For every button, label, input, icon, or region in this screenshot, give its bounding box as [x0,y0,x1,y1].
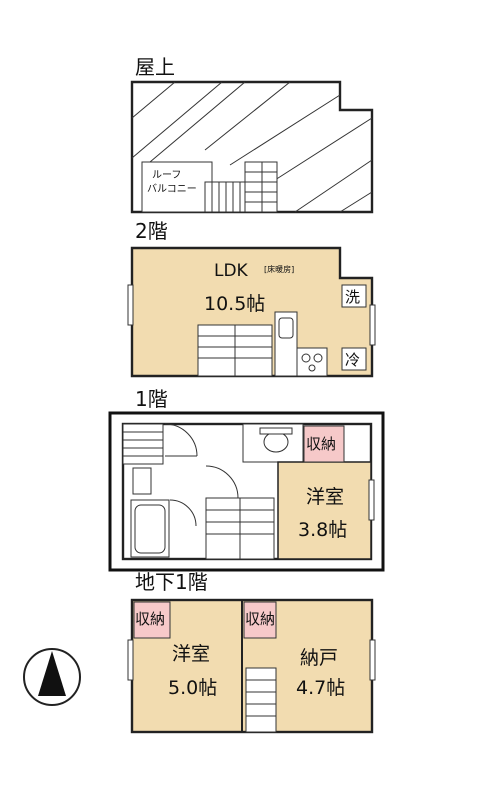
second-floor: 2階 LDK [床暖房] 10.5帖 洗 冷 [127,219,376,378]
bathtub-icon [130,499,170,558]
first-room-label: 洋室 [306,486,344,508]
room-a-label: 洋室 [172,643,210,665]
stove-burner-icon [308,364,316,372]
north-arrow-icon [23,648,81,706]
window [368,479,375,521]
basement-floor-label: 地下1階 [135,570,208,594]
fridge-space [341,347,367,371]
roof-stairs [204,161,278,213]
balcony-label-line1: ルーフ [152,170,181,181]
room-b-label: 納戸 [300,647,338,669]
storage-a [133,601,171,639]
first-floor-label: 1階 [135,387,168,411]
window [369,304,376,346]
kitchen-counter [274,311,328,377]
stove-burner-icon [313,353,323,363]
window [127,284,134,326]
entrance-stairs [122,423,198,465]
storage-a-label: 収納 [135,610,165,628]
storage-b [243,601,277,639]
ldk-size: 10.5帖 [204,293,265,315]
second-stairs [197,324,273,377]
sink-icon [278,317,294,339]
toilet-room [242,423,304,463]
bathroom [130,467,197,558]
first-floor: 1階 [108,387,385,572]
basement-room-b: 収納 納戸 4.7帖 [243,601,345,733]
first-stairs [205,465,275,560]
storage-b-label: 収納 [245,610,275,628]
window [369,639,376,681]
ldk-room [130,246,374,378]
first-storage [303,425,345,463]
balcony-label-line2: バルコニー [147,183,197,195]
room-b-size: 4.7帖 [296,677,345,699]
first-room-size: 3.8帖 [298,519,347,541]
roof-label: 屋上 [135,55,175,79]
basement-floor: 地下1階 収納 洋室 5.0帖 収納 納戸 4.7帖 [127,570,376,734]
first-storage-label: 収納 [306,435,336,453]
ldk-label: LDK [214,261,249,281]
window [127,639,134,681]
washer-space [341,284,367,308]
basement-room-a: 収納 洋室 5.0帖 [133,601,217,699]
second-floor-label: 2階 [135,219,168,243]
washbasin-icon [132,467,152,495]
stove-burner-icon [301,353,311,363]
roof-outline [130,80,374,214]
first-western-room: 収納 洋室 3.8帖 [277,425,375,560]
basement-stairs [245,667,277,733]
washer-label: 洗 [345,288,360,306]
fridge-label: 冷 [345,351,360,369]
roof-floor: 屋上 ルーフ バルコニー [130,55,374,214]
roof-balcony: ルーフ バルコニー [141,161,213,213]
ldk-floor-heating-note: [床暖房] [264,264,294,274]
toilet-icon [263,431,289,453]
room-a-size: 5.0帖 [168,677,217,699]
first-floor-highlight-frame [108,411,385,572]
